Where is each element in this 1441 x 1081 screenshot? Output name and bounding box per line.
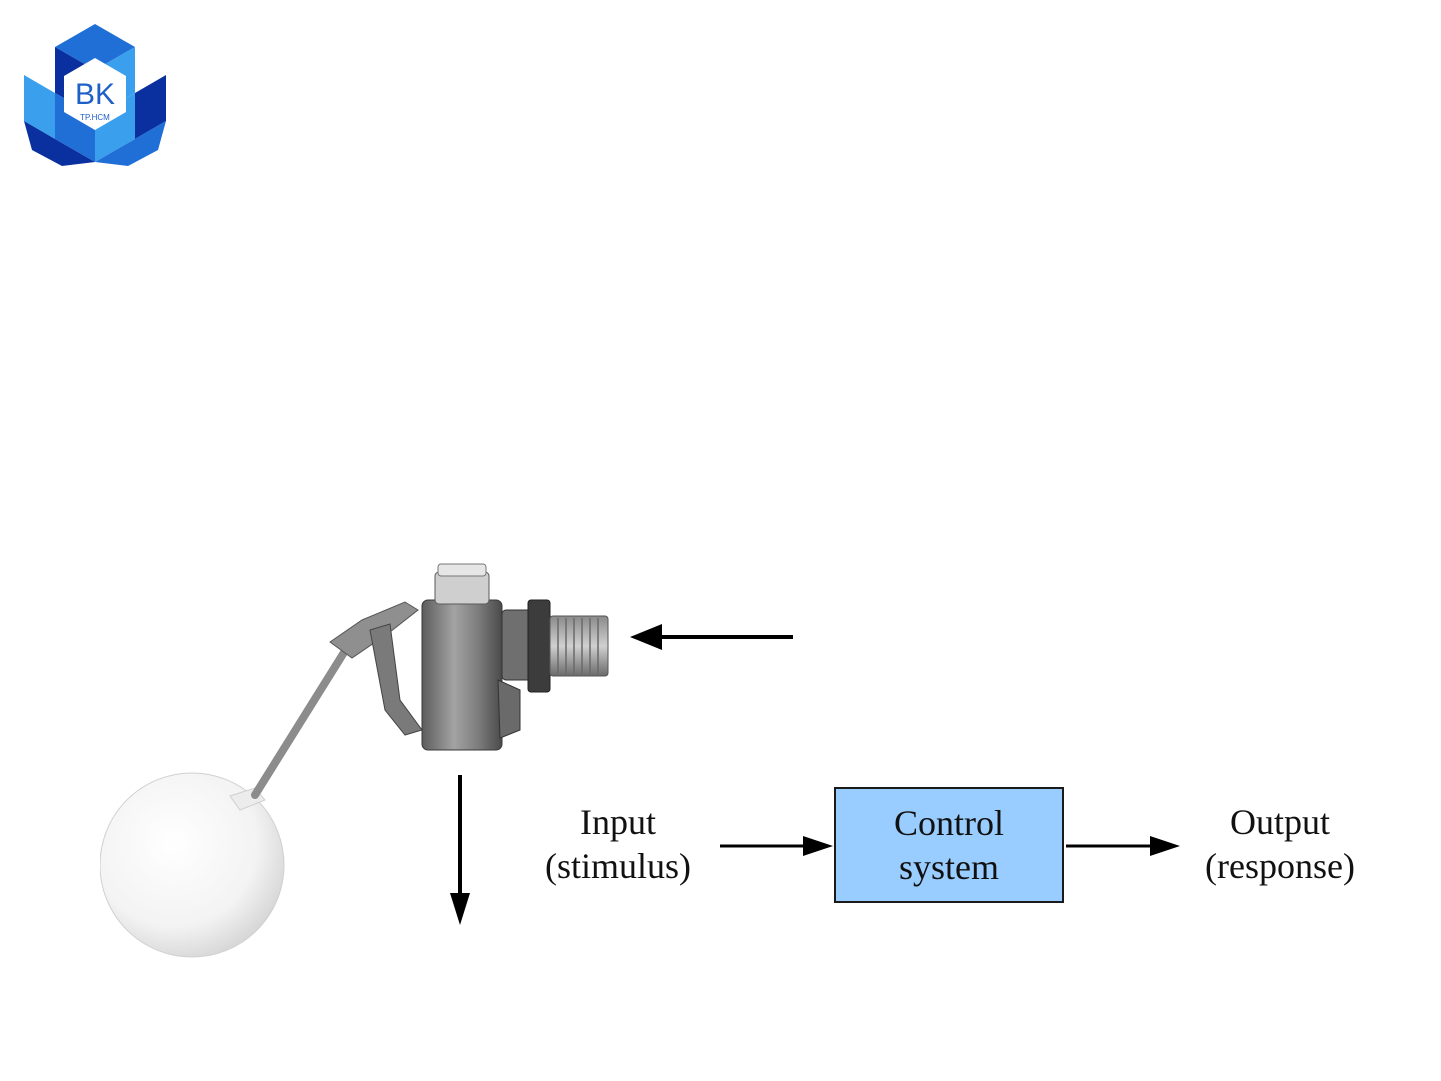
supply-arrow [630, 624, 793, 650]
control-system-line1: Control [836, 801, 1062, 845]
output-arrow [1066, 836, 1180, 856]
control-system-block: Control system [834, 787, 1064, 903]
control-system-line2: system [836, 845, 1062, 889]
control-system-label: Control system [836, 801, 1062, 889]
output-label-line1: Output [1190, 800, 1370, 844]
input-label-line2: (stimulus) [528, 844, 708, 888]
input-label: Input (stimulus) [528, 800, 708, 888]
bk-logo: BK TP.HCM [22, 22, 168, 168]
logo-subtext: TP.HCM [80, 113, 110, 122]
input-arrow [720, 836, 833, 856]
input-label-line1: Input [528, 800, 708, 844]
output-label-line2: (response) [1190, 844, 1370, 888]
logo-text: BK [75, 78, 115, 111]
output-label: Output (response) [1190, 800, 1370, 888]
float-valve-illustration [100, 560, 640, 990]
